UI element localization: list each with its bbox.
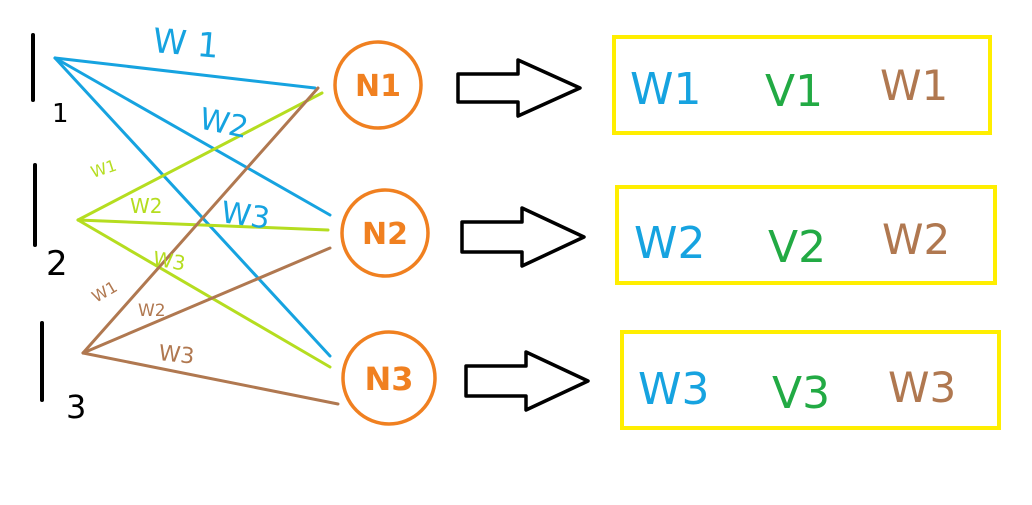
edge-1-to-n1 xyxy=(53,56,317,90)
box1-blue-w: W1 xyxy=(630,64,702,115)
green-edges xyxy=(76,91,332,369)
box1-brown-w: W1 xyxy=(880,61,948,110)
node-n3: N3 xyxy=(341,330,437,426)
brown-label-w2: W2 xyxy=(138,301,166,321)
input-3: 3 xyxy=(40,321,86,426)
arrow-2 xyxy=(460,206,586,268)
edge-1-to-n2 xyxy=(53,56,332,217)
input-2-label: 2 xyxy=(46,244,68,284)
input-1-label: 1 xyxy=(52,99,69,129)
green-label-w3: W3 xyxy=(151,246,187,275)
brown-label-w1: W1 xyxy=(89,277,121,306)
box3-brown-w: W3 xyxy=(888,363,956,412)
box3-green-v: V3 xyxy=(772,368,830,419)
result-box-2: W2 V2 W2 xyxy=(615,185,997,285)
node-n1: N1 xyxy=(333,40,423,130)
box3-blue-w: W3 xyxy=(638,364,710,415)
box1-green-v: V1 xyxy=(765,66,823,117)
edge-2-to-n3 xyxy=(76,218,332,369)
input-2: 2 xyxy=(33,163,68,284)
green-label-w2: W2 xyxy=(130,194,163,218)
box2-green-v: V2 xyxy=(768,222,826,273)
edge-1-to-n3 xyxy=(53,56,332,358)
result-box-3: W3 V3 W3 xyxy=(620,330,1001,430)
result-box-1: W1 V1 W1 xyxy=(612,35,992,135)
blue-label-w2: W2 xyxy=(196,102,251,146)
input-1: 1 xyxy=(31,33,69,129)
blue-label-w3: W3 xyxy=(219,195,272,236)
node-n3-label: N3 xyxy=(364,360,413,398)
edge-3-to-n3 xyxy=(81,351,340,406)
box2-blue-w: W2 xyxy=(634,218,706,269)
box2-brown-w: W2 xyxy=(882,215,950,264)
blue-label-w1: W 1 xyxy=(151,21,220,67)
edge-3-to-n2 xyxy=(81,246,332,355)
green-label-w1: W1 xyxy=(88,156,119,182)
node-n1-label: N1 xyxy=(355,69,401,104)
edge-2-to-n2 xyxy=(76,218,330,232)
node-n2-label: N2 xyxy=(362,217,408,252)
edge-3-to-n1 xyxy=(81,86,320,355)
arrow-3 xyxy=(464,350,590,412)
brown-label-w3: W3 xyxy=(157,341,195,370)
arrow-1 xyxy=(456,58,582,118)
blue-edges xyxy=(53,56,332,358)
input-3-label: 3 xyxy=(66,388,86,426)
node-n2: N2 xyxy=(340,188,430,278)
brown-edges xyxy=(81,86,340,406)
edge-2-to-n1 xyxy=(76,91,324,222)
